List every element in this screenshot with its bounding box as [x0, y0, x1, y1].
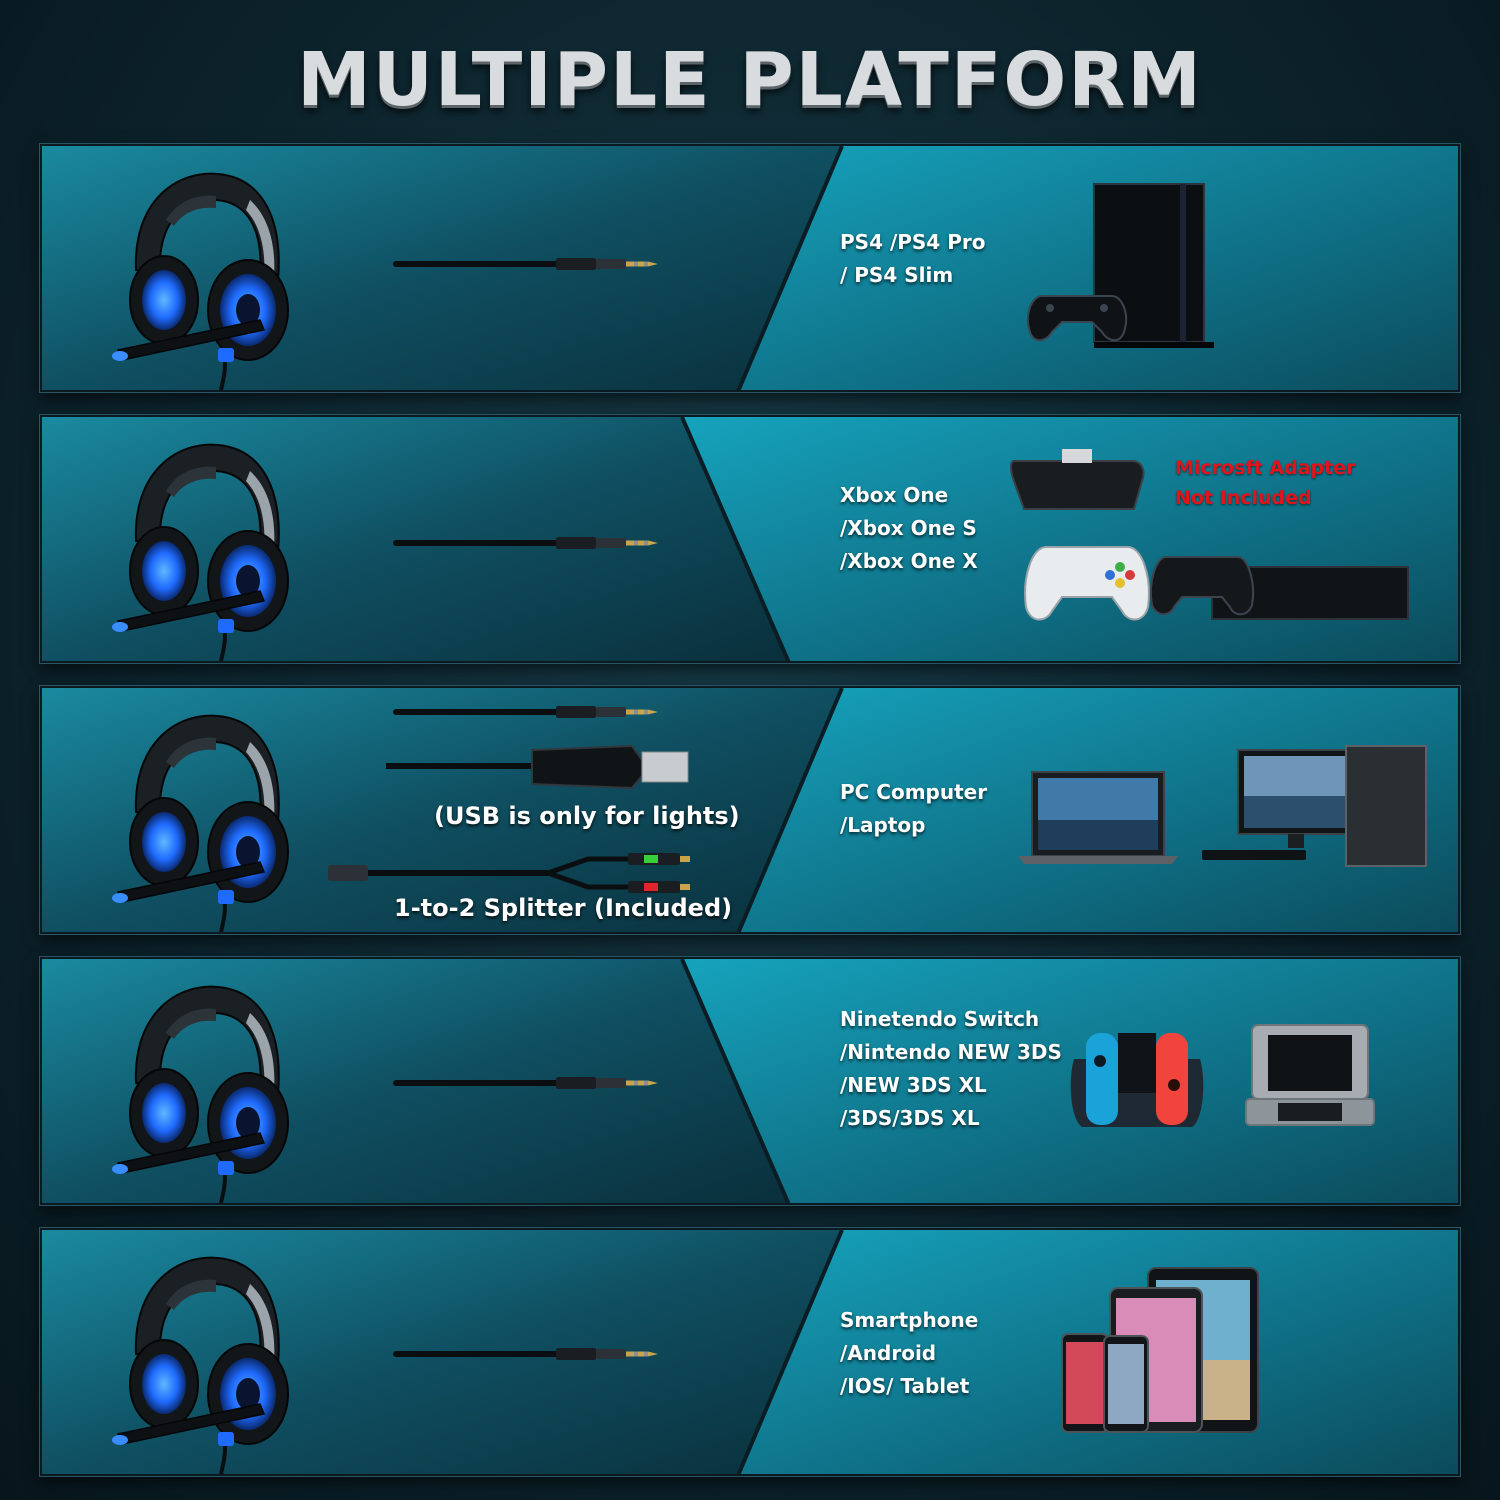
- laptop-icon: [1018, 771, 1178, 864]
- xbox-adapter-icon: [1010, 449, 1145, 510]
- audio-jack-cable-icon: [396, 258, 658, 270]
- smartphone-tablet-icon: [1061, 1267, 1259, 1433]
- panel-mobile: Smartphone /Android /IOS/ Tablet: [40, 1228, 1460, 1476]
- platform-label: Xbox One /Xbox One S /Xbox One X: [840, 483, 978, 573]
- desktop-pc-icon: [1202, 745, 1427, 867]
- adapter-note: Microsft Adapter Not Included: [1175, 457, 1356, 509]
- switch-icon: [1070, 1033, 1204, 1127]
- usb-note: (USB is only for lights): [434, 802, 740, 830]
- platform-label: Smartphone /Android /IOS/ Tablet: [840, 1308, 979, 1398]
- ps4-illustration: [110, 171, 1214, 390]
- xbox-controller-icon: [1024, 546, 1150, 621]
- platform-label: PS4 /PS4 Pro / PS4 Slim: [840, 230, 986, 287]
- pc-illustration: [110, 688, 1427, 932]
- splitter-cable-icon: [328, 853, 690, 893]
- ps4-console-icon: [1026, 183, 1214, 348]
- xbox-console-icon: [1150, 556, 1409, 620]
- audio-jack-cable-icon: [396, 537, 658, 549]
- audio-jack-cable-icon: [396, 1077, 658, 1089]
- gaming-headset-icon: [110, 442, 290, 661]
- mobile-illustration: [110, 1255, 1259, 1474]
- platform-label: Ninetendo Switch /Nintendo NEW 3DS /NEW …: [840, 1007, 1062, 1130]
- panel-nintendo: Ninetendo Switch /Nintendo NEW 3DS /NEW …: [40, 957, 1460, 1205]
- nintendo-illustration: [110, 984, 1375, 1203]
- 3ds-icon: [1245, 1024, 1375, 1126]
- panel-ps4: PS4 /PS4 Pro / PS4 Slim: [40, 144, 1460, 392]
- audio-jack-cable-icon: [396, 706, 658, 718]
- xbox-illustration: [110, 442, 1409, 661]
- gaming-headset-icon: [110, 713, 290, 932]
- audio-jack-cable-icon: [396, 1348, 658, 1360]
- splitter-note: 1-to-2 Splitter (Included): [394, 894, 733, 922]
- panel-xbox: Xbox One /Xbox One S /Xbox One X Microsf…: [40, 415, 1460, 663]
- page-title: MULTIPLE PLATFORM COMPATIBILITY: [297, 37, 1203, 223]
- usb-connector-icon: [386, 744, 689, 790]
- gaming-headset-icon: [110, 984, 290, 1203]
- platform-label: PC Computer /Laptop: [840, 780, 988, 837]
- panel-pc: (USB is only for lights) 1-to-2 Splitter…: [40, 686, 1460, 934]
- gaming-headset-icon: [110, 1255, 290, 1474]
- gaming-headset-icon: [110, 171, 290, 390]
